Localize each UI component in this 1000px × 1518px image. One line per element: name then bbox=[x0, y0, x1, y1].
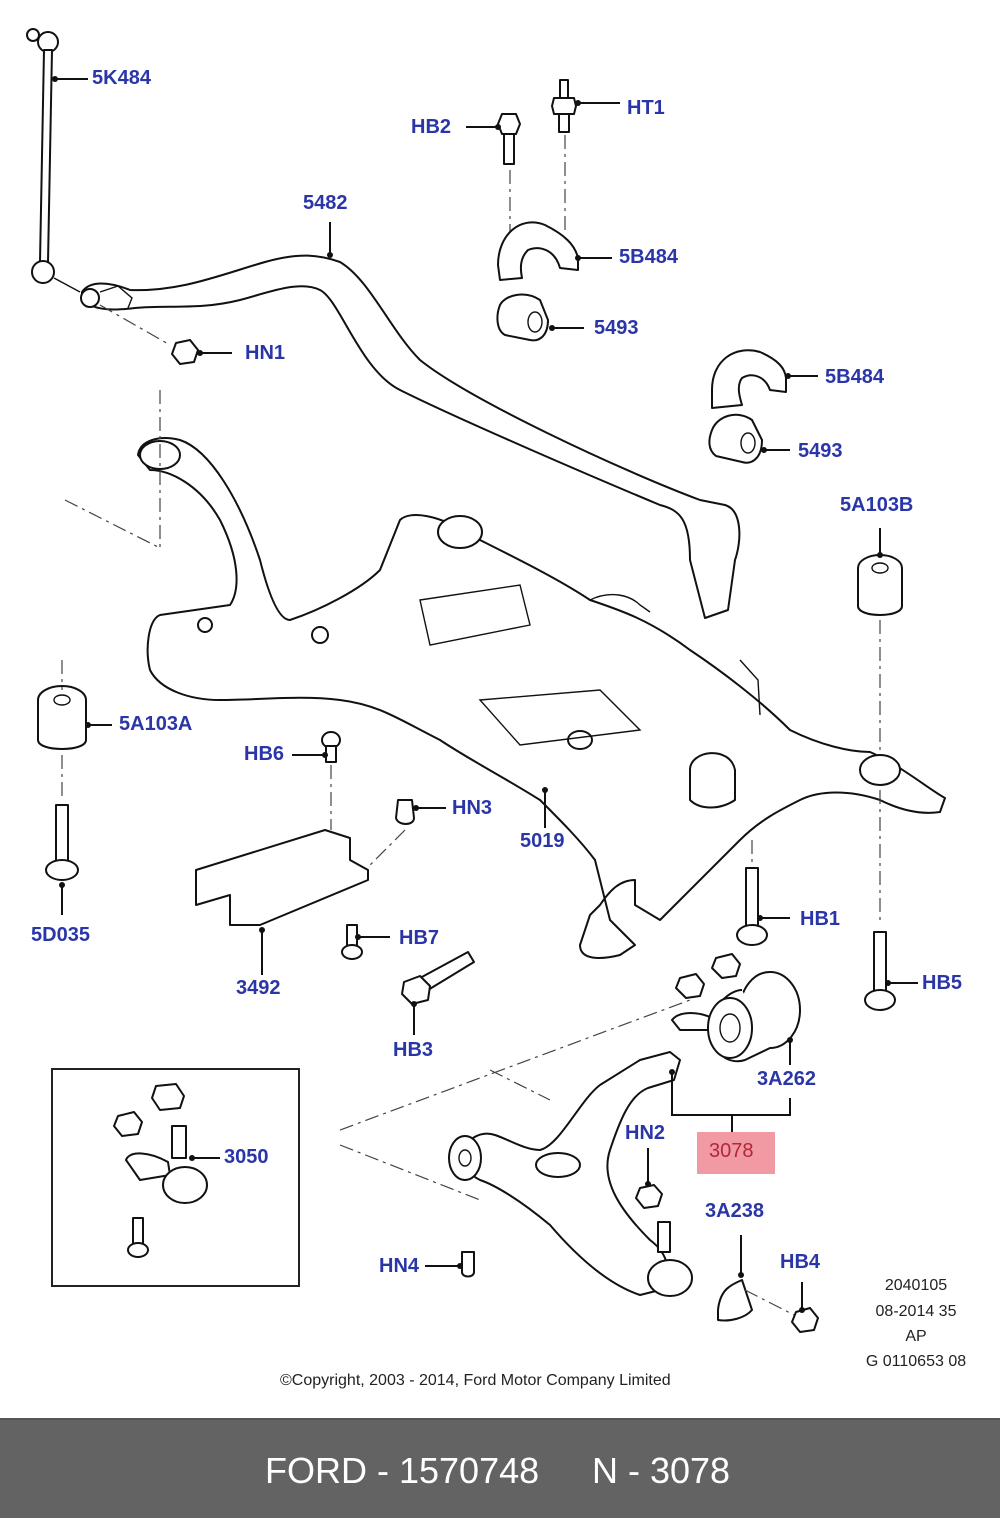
callout-5019[interactable]: 5019 bbox=[520, 830, 565, 852]
bolt-hb5-drawing bbox=[864, 931, 896, 1011]
bolt-hb1-drawing bbox=[736, 867, 768, 946]
exploded-view-illustration bbox=[26, 28, 946, 1333]
callout-hb6[interactable]: HB6 bbox=[244, 743, 285, 765]
callout-5a103a[interactable]: 5A103A bbox=[119, 713, 193, 735]
illustration-ref-number: G 0110653 08 bbox=[865, 1353, 967, 1370]
bushing-5493-upper-drawing bbox=[496, 293, 549, 342]
callout-3492[interactable]: 3492 bbox=[236, 977, 281, 999]
bolt-hb4-drawing bbox=[791, 1307, 819, 1333]
nut-hn2-drawing bbox=[635, 1184, 663, 1209]
heat-shield-3492-drawing bbox=[195, 829, 369, 926]
callout-hn3[interactable]: HN3 bbox=[452, 797, 493, 819]
callout-5493-upper[interactable]: 5493 bbox=[594, 317, 639, 339]
callout-5d035[interactable]: 5D035 bbox=[31, 924, 90, 946]
callout-hb5[interactable]: HB5 bbox=[922, 972, 963, 994]
footer-reference-number: N - 3078 bbox=[592, 1450, 731, 1491]
stabilizer-link-drawing bbox=[26, 28, 81, 293]
bolt-hb7-drawing bbox=[341, 924, 363, 960]
bushing-5493-lower-drawing bbox=[708, 413, 763, 464]
callout-ht1[interactable]: HT1 bbox=[627, 97, 665, 119]
callout-hb1[interactable]: HB1 bbox=[800, 908, 841, 930]
illustration-ref-region: AP bbox=[905, 1328, 927, 1345]
copyright-notice: ©Copyright, 2003 - 2014, Ford Motor Comp… bbox=[280, 1372, 671, 1389]
bracket-3a238-drawing bbox=[717, 1279, 753, 1322]
callout-5b484-upper[interactable]: 5B484 bbox=[619, 246, 678, 268]
stud-ht1-drawing bbox=[551, 79, 577, 133]
nut-hn3-drawing bbox=[395, 799, 415, 825]
bolt-hb3-drawing bbox=[401, 951, 475, 1005]
callout-hb3[interactable]: HB3 bbox=[393, 1039, 434, 1061]
bushing-3a262-drawing bbox=[671, 953, 801, 1063]
parts-diagram: 5K484 HB2 HT1 5482 5B484 5493 HN1 5B484 … bbox=[26, 28, 967, 1389]
callout-5k484[interactable]: 5K484 bbox=[92, 67, 151, 89]
callout-3078-highlighted[interactable]: 3078 bbox=[709, 1140, 754, 1162]
footer-part-number: FORD - 1570748 bbox=[265, 1450, 540, 1491]
callout-5493-lower[interactable]: 5493 bbox=[798, 440, 843, 462]
illustration-ref-code: 2040105 bbox=[884, 1277, 948, 1294]
nut-hn4-drawing bbox=[461, 1251, 475, 1278]
nut-hn1-drawing bbox=[171, 339, 199, 365]
illustration-ref-date: 08-2014 35 bbox=[875, 1303, 957, 1320]
bolt-hb6-drawing bbox=[321, 731, 341, 763]
callout-hn1[interactable]: HN1 bbox=[245, 342, 286, 364]
bushing-5a103b-drawing bbox=[857, 554, 903, 616]
ball-joint-inset bbox=[51, 1068, 300, 1287]
callout-hn4[interactable]: HN4 bbox=[379, 1255, 420, 1277]
bracket-5b484-lower-drawing bbox=[711, 349, 787, 409]
callout-hb7[interactable]: HB7 bbox=[399, 927, 440, 949]
stabilizer-bar-drawing bbox=[80, 254, 741, 619]
callout-3050[interactable]: 3050 bbox=[224, 1146, 269, 1168]
footer-bar: FORD - 1570748 N - 3078 bbox=[0, 1418, 1000, 1518]
callout-hb2[interactable]: HB2 bbox=[411, 116, 452, 138]
callout-5a103b[interactable]: 5A103B bbox=[840, 494, 914, 516]
callout-hn2[interactable]: HN2 bbox=[625, 1122, 666, 1144]
callout-3a238[interactable]: 3A238 bbox=[705, 1200, 764, 1222]
highlighted-part-box bbox=[697, 1132, 775, 1174]
bolt-hb2-drawing bbox=[497, 113, 521, 165]
subframe-5019-drawing bbox=[137, 437, 946, 959]
bushing-5a103a-drawing bbox=[37, 685, 87, 750]
callout-hb4[interactable]: HB4 bbox=[780, 1251, 821, 1273]
bolt-5d035-drawing bbox=[45, 804, 79, 881]
bracket-5b484-upper-drawing bbox=[497, 221, 579, 281]
callout-5b484-lower[interactable]: 5B484 bbox=[825, 366, 884, 388]
callout-3a262[interactable]: 3A262 bbox=[757, 1068, 816, 1090]
callout-5482[interactable]: 5482 bbox=[303, 192, 348, 214]
control-arm-3078-drawing bbox=[448, 1051, 693, 1297]
